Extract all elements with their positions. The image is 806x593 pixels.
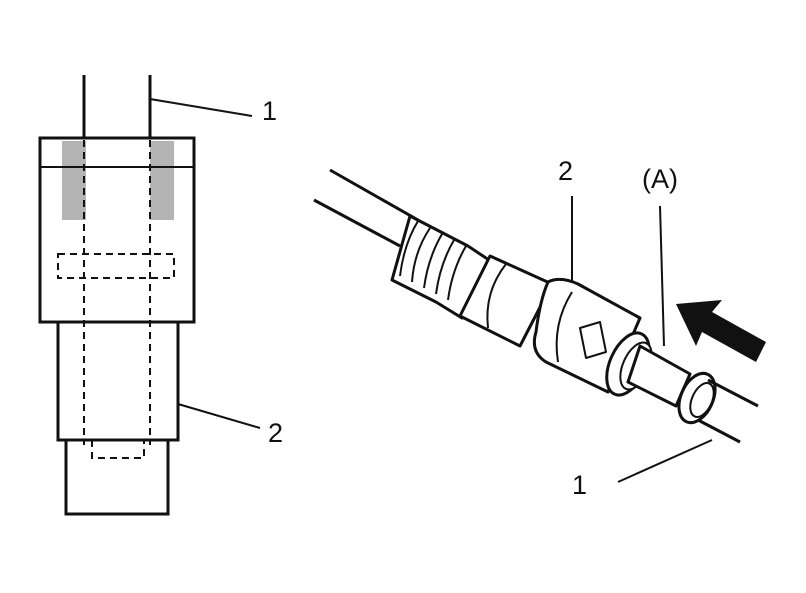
left-leader-tube	[149, 98, 253, 117]
left-connector-lower-body	[56, 320, 180, 442]
right-ferrule-rib-5	[447, 245, 467, 301]
left-leader-connector	[177, 403, 261, 429]
right-ferrule-rib-1	[399, 220, 419, 277]
right-callout-connector: 2	[558, 156, 573, 186]
right-ferrule-rib-2	[411, 227, 431, 283]
right-leader-tube	[617, 439, 713, 483]
right-callout-tube: 1	[572, 470, 587, 500]
right-tube-bead-ring-inner	[689, 382, 715, 418]
left-seal-shading-right	[150, 141, 174, 220]
right-ferrule-rib-4	[435, 239, 455, 295]
left-callout-connector: 2	[268, 418, 283, 448]
right-perspective-view	[313, 168, 759, 444]
right-leader-lines	[571, 196, 713, 483]
right-connector-body-shoulder	[555, 291, 573, 363]
right-tube-segment	[626, 344, 692, 408]
right-tube-line-top	[707, 378, 759, 408]
left-hidden-lines	[57, 140, 175, 459]
right-hose-line-bottom	[313, 198, 401, 248]
right-hose-line-top	[329, 168, 419, 222]
right-connector-neck-curve	[486, 263, 507, 329]
left-hidden-tip	[91, 440, 145, 459]
left-connector-end-cap	[64, 438, 170, 516]
left-hidden-ring	[57, 253, 175, 279]
insertion-direction-arrow	[676, 300, 766, 362]
right-connector-latch-window	[579, 321, 607, 359]
right-ferrule-rib-3	[423, 233, 443, 289]
left-callout-tube: 1	[262, 96, 277, 126]
right-leader-marker	[659, 205, 665, 347]
right-tube-line-bottom	[697, 418, 741, 444]
right-callout-marker: (A)	[642, 164, 678, 194]
left-seal-shading-left	[62, 141, 86, 220]
left-cross-section-view	[38, 75, 261, 516]
right-connector-neck	[458, 254, 554, 348]
